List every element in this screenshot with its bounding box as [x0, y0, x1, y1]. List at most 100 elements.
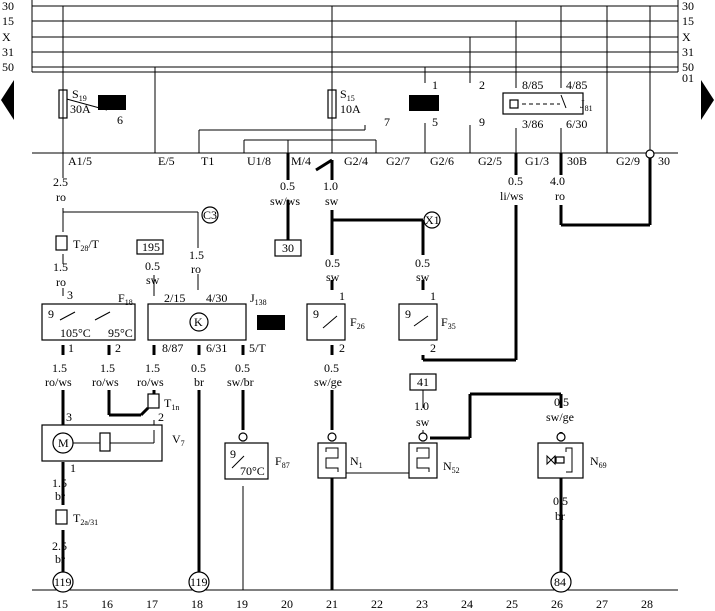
svg-text:K: K: [194, 315, 203, 329]
svg-text:2.5: 2.5: [52, 539, 67, 553]
switch-f18: 9 105°C 95°C 3 1 2 F18: [41, 288, 136, 355]
relay-block-center-icon: [409, 95, 439, 111]
ref-41-label: 41: [417, 375, 429, 389]
svg-text:1: 1: [339, 289, 345, 303]
svg-text:sw: sw: [326, 270, 340, 284]
valve-n52: N52: [408, 432, 460, 479]
svg-text:7: 7: [384, 115, 390, 129]
svg-text:0.5: 0.5: [553, 494, 568, 508]
connector-g13: G1/3: [525, 154, 549, 168]
bus-label-50-right: 50: [682, 60, 694, 74]
svg-text:1.0: 1.0: [414, 399, 429, 413]
switch-f87: 9 70°C F87: [224, 432, 290, 480]
next-page-arrow-icon[interactable]: [701, 80, 714, 120]
svg-text:0.5: 0.5: [280, 179, 295, 193]
bus-label-x-left: X: [2, 30, 11, 44]
svg-text:0.5: 0.5: [415, 256, 430, 270]
svg-text:3: 3: [67, 288, 73, 302]
svg-text:ro: ro: [56, 275, 66, 289]
ref-41-box: [409, 373, 437, 391]
svg-text:br: br: [555, 509, 565, 523]
svg-text:8/85: 8/85: [522, 78, 543, 92]
connector-a15: A1/5: [68, 154, 92, 168]
svg-text:0.5: 0.5: [554, 395, 569, 409]
svg-text:2.5: 2.5: [53, 175, 68, 189]
svg-text:2: 2: [115, 341, 121, 355]
svg-text:F87: F87: [275, 454, 290, 470]
svg-text:28: 28: [641, 597, 653, 611]
svg-text:3/86: 3/86: [522, 117, 543, 131]
previous-page-arrow-icon[interactable]: [1, 80, 14, 120]
svg-text:sw: sw: [325, 194, 339, 208]
svg-text:4/85: 4/85: [566, 78, 587, 92]
svg-text:1.5: 1.5: [53, 260, 68, 274]
svg-text:2: 2: [339, 341, 345, 355]
svg-text:sw/ge: sw/ge: [546, 410, 574, 424]
connector-g26: G2/6: [430, 154, 454, 168]
svg-text:N1: N1: [350, 454, 363, 470]
svg-text:9: 9: [48, 307, 54, 321]
pin-5-label: 5: [432, 115, 438, 129]
svg-text:1.5: 1.5: [145, 361, 160, 375]
connector-g24: G2/4: [344, 154, 368, 168]
svg-text:1.5: 1.5: [100, 361, 115, 375]
fan-motor-v7: M 3 1 2 V7: [41, 410, 185, 475]
svg-text:0.5: 0.5: [325, 256, 340, 270]
svg-text:70°C: 70°C: [240, 464, 265, 478]
svg-text:1.0: 1.0: [323, 179, 338, 193]
svg-text:22: 22: [371, 597, 383, 611]
svg-text:M: M: [58, 436, 69, 450]
pin-1-label: 1: [432, 78, 438, 92]
switch-f35: 9 1 2 F35: [398, 289, 456, 355]
ground-84-circle: [550, 571, 572, 593]
connector-e5: E/5: [158, 154, 175, 168]
pin-2-label: 2: [479, 78, 485, 92]
svg-text:6/30: 6/30: [566, 117, 587, 131]
svg-text:2: 2: [430, 341, 436, 355]
svg-text:1.5: 1.5: [52, 361, 67, 375]
ground-119-left-label: 119: [54, 575, 72, 589]
relay-block-j138-icon: [257, 315, 285, 330]
svg-text:95°C: 95°C: [108, 326, 133, 340]
svg-text:li/ws: li/ws: [500, 189, 524, 203]
connector-t1: T1: [201, 154, 214, 168]
svg-text:4.0: 4.0: [550, 174, 565, 188]
track-numbers: 15 16 17 18 19 20 21 22 23 24 25 26 27 2…: [56, 597, 653, 611]
svg-text:J81: J81: [580, 97, 593, 113]
relay-block-s19-icon: [98, 95, 126, 110]
bus-lines: [31, 0, 679, 154]
valve-n1: N1: [317, 432, 363, 479]
svg-text:26: 26: [551, 597, 563, 611]
reference-markers: C3 X1 195 30 41 119 119 84: [52, 149, 655, 593]
svg-text:ro: ro: [56, 190, 66, 204]
svg-text:0.5: 0.5: [508, 174, 523, 188]
svg-text:ro/ws: ro/ws: [45, 375, 72, 389]
ref-30-label: 30: [282, 241, 294, 255]
svg-text:F18: F18: [118, 291, 133, 307]
svg-text:6/31: 6/31: [206, 341, 227, 355]
ref-195-box: [136, 239, 164, 255]
svg-text:sw: sw: [146, 273, 160, 287]
svg-text:F35: F35: [441, 315, 456, 331]
svg-text:9: 9: [230, 447, 236, 461]
svg-text:T2a/31: T2a/31: [73, 511, 98, 527]
svg-text:br: br: [55, 489, 65, 503]
svg-text:sw/ge: sw/ge: [314, 375, 342, 389]
connector-labels: A1/5 E/5 T1 U1/8 M/4 G2/4 G2/7 G2/6 G2/5…: [68, 154, 670, 168]
svg-text:5/T: 5/T: [249, 341, 266, 355]
bus-label-31-right: 31: [682, 45, 694, 59]
svg-text:ro/ws: ro/ws: [137, 375, 164, 389]
svg-text:T1n: T1n: [164, 396, 179, 412]
svg-text:N69: N69: [590, 454, 607, 470]
relay-j81: 8/85 4/85 3/86 6/30 J81: [502, 78, 593, 131]
svg-text:S15: S15: [340, 87, 355, 103]
svg-text:105°C: 105°C: [60, 326, 91, 340]
connector-g27: G2/7: [386, 154, 410, 168]
svg-text:T28/T: T28/T: [73, 237, 100, 253]
fuse-s19: S19 30A 6: [58, 87, 126, 127]
bus-label-01-right: 01: [682, 71, 694, 85]
valve-n69: N69: [537, 432, 607, 479]
svg-text:ro: ro: [191, 262, 201, 276]
svg-text:0.5: 0.5: [324, 361, 339, 375]
wire-labels: 2.5 ro 0.5 sw/ws 1.0 sw 0.5 li/ws 4.0 ro…: [45, 174, 574, 566]
